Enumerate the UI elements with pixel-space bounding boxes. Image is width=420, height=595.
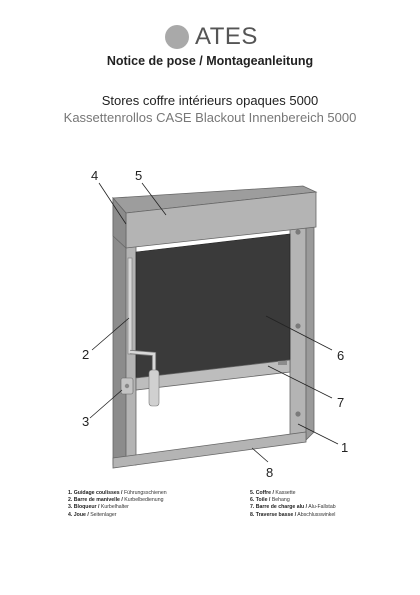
- callout-7: 7: [337, 395, 344, 410]
- callout-1: 1: [341, 440, 348, 455]
- callout-6: 6: [337, 348, 344, 363]
- bottom-bar-clip: [278, 361, 287, 365]
- right-rail-side: [305, 211, 315, 441]
- screw-icon: [295, 411, 301, 417]
- leader-line-7: [267, 365, 333, 399]
- callout-2: 2: [82, 347, 89, 362]
- leader-line-5: [141, 182, 167, 216]
- logo-text: ATES: [195, 23, 258, 50]
- bottom-load-bar: [135, 359, 291, 391]
- logo-circle-icon: [165, 25, 189, 49]
- crank-grip: [148, 369, 160, 407]
- ates-logo: ATES: [165, 22, 258, 52]
- legend-item: 4. Joue / Seitenlager: [68, 511, 117, 518]
- side-cap-joue: [112, 196, 127, 249]
- product-title-fr: Stores coffre intérieurs opaques 5000: [101, 93, 319, 108]
- legend-item: 7. Barre de charge alu / Alu-Fallstab: [250, 504, 336, 511]
- callout-4: 4: [91, 168, 98, 183]
- callout-5: 5: [135, 168, 142, 183]
- callout-8: 8: [266, 465, 273, 480]
- legend-item: 3. Bloqueur / Kurbelhalter: [68, 504, 129, 511]
- screw-icon: [295, 229, 301, 235]
- leader-line-8: [251, 447, 269, 463]
- legend-item: 6. Toile / Behang: [250, 497, 290, 504]
- leader-line-4: [98, 182, 127, 225]
- screw-icon: [295, 323, 301, 329]
- legend-left: 1. Guidage coulisses / Führungsschienen …: [68, 490, 167, 519]
- holder-screw-icon: [124, 383, 130, 389]
- legend-right: 5. Coffre / Kassette 6. Toile / Behang 7…: [250, 490, 336, 519]
- document-subtitle: Notice de pose / Montageanleitung: [106, 54, 314, 68]
- legend-item: 5. Coffre / Kassette: [250, 490, 296, 496]
- legend-item: 8. Traverse basse / Abschlusswinkel: [250, 511, 336, 518]
- leader-line-1: [297, 423, 339, 445]
- product-title-de: Kassettenrollos CASE Blackout Innenberei…: [63, 110, 357, 125]
- legend-item: 1. Guidage coulisses / Führungsschienen: [68, 490, 167, 496]
- callout-3: 3: [82, 414, 89, 429]
- blind-fabric: [135, 233, 291, 379]
- leader-line-3: [89, 389, 123, 419]
- bottom-traverse: [112, 431, 307, 469]
- legend-item: 2. Barre de manivelle / Kurbelbedienung: [68, 497, 164, 504]
- leader-line-6: [265, 315, 333, 351]
- crank-rod: [127, 257, 133, 355]
- leader-line-2: [91, 317, 130, 351]
